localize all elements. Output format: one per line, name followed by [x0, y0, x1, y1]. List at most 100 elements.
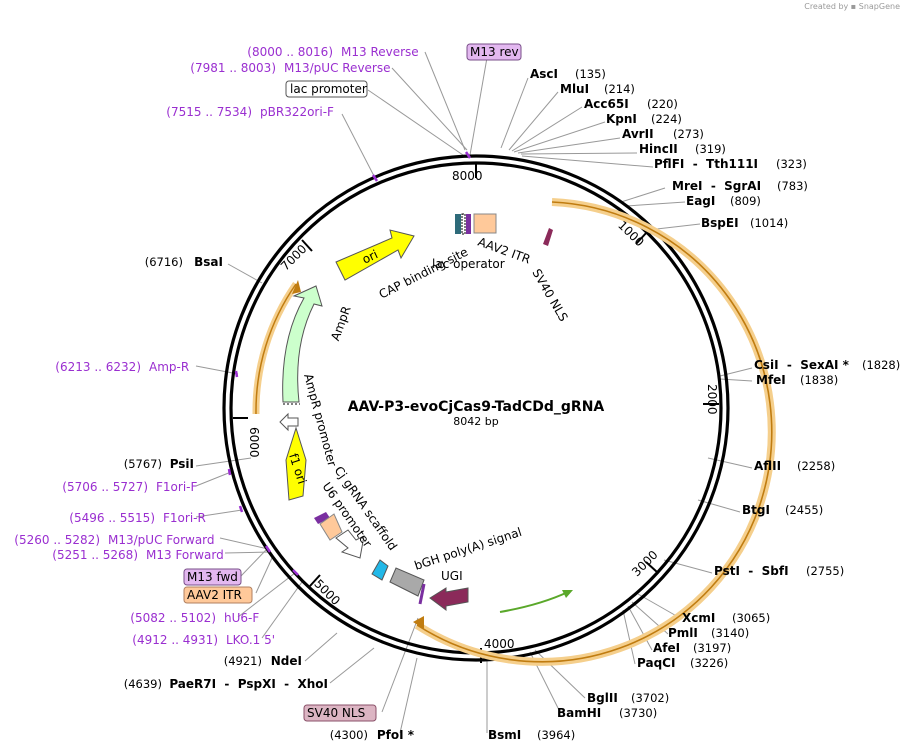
- enzyme-name[interactable]: MfeI: [756, 373, 786, 387]
- enzyme-name[interactable]: Acc65I: [584, 97, 629, 111]
- enzyme-position: (3065): [732, 611, 770, 625]
- enzyme-position: (2755): [806, 564, 844, 578]
- aav2-itr-feature[interactable]: [473, 213, 497, 234]
- enzyme-position: (1828): [862, 358, 900, 372]
- enzyme-name[interactable]: EagI: [686, 194, 715, 208]
- cap-binding-site-feature[interactable]: [455, 214, 461, 234]
- enzyme-position: (2455): [785, 503, 823, 517]
- ugi-label: UGI: [441, 569, 463, 583]
- enzyme-name[interactable]: PaqCI: [637, 656, 675, 670]
- enzyme-name[interactable]: BspEI: [701, 216, 739, 230]
- ampr-promoter-label: AmpR promoter: [301, 372, 339, 468]
- primer-name[interactable]: M13 Forward: [146, 548, 224, 562]
- primer-range: (5260 .. 5282): [14, 533, 100, 547]
- lac-promoter-feature[interactable]: [461, 213, 466, 235]
- enzyme-name[interactable]: PaeR7I - PspXI - XhoI: [169, 677, 328, 691]
- enzyme-name[interactable]: BglII: [587, 691, 618, 705]
- primer-range: (6213 .. 6232): [55, 360, 141, 374]
- enzyme-position: (135): [575, 67, 606, 81]
- primer-name[interactable]: M13/pUC Forward: [108, 533, 215, 547]
- enzyme-position: (3140): [711, 626, 749, 640]
- bgh-end-mark: [418, 583, 426, 605]
- ampr-promoter-feature[interactable]: [279, 412, 299, 432]
- primer-name[interactable]: F1ori-R: [163, 511, 206, 525]
- enzyme-name[interactable]: XcmI: [682, 611, 715, 625]
- enzyme-name[interactable]: BsaI: [194, 255, 223, 269]
- enzyme-position: (224): [651, 112, 682, 126]
- cj-scaffold-mark: [314, 512, 330, 524]
- m13-rev-box[interactable]: [466, 43, 522, 61]
- enzyme-name[interactable]: AvrII: [622, 127, 654, 141]
- enzyme-position: (2258): [797, 459, 835, 473]
- sv40-nls-box-label: SV40 NLS: [307, 706, 365, 720]
- plasmid-name: AAV-P3-evoCjCas9-TadCDd_gRNA: [348, 399, 605, 415]
- aav2-itr-feature-left[interactable]: [319, 513, 343, 541]
- enzyme-name[interactable]: BtgI: [742, 503, 770, 517]
- snapgene-credit: Created by ▪ SnapGene: [804, 2, 900, 11]
- enzyme-name[interactable]: PstI - SbfI: [714, 564, 789, 578]
- enzyme-position: (319): [695, 142, 726, 156]
- u6-promoter-feature[interactable]: [335, 529, 365, 559]
- enzyme-position: (4300): [330, 728, 368, 742]
- primer-range: (7981 .. 8003): [190, 61, 276, 75]
- scaffold-feature[interactable]: [371, 559, 389, 581]
- enzyme-name[interactable]: MluI: [560, 82, 589, 96]
- f1-ori-feature[interactable]: [285, 426, 307, 501]
- lac-operator-feature[interactable]: [466, 214, 471, 234]
- enzyme-name[interactable]: HincII: [639, 142, 678, 156]
- enzyme-position: (214): [604, 82, 635, 96]
- m13-rev-box-label: M13 rev: [470, 45, 519, 59]
- tick-label-4000: 4000: [484, 637, 515, 651]
- tick-label-8000: 8000: [452, 169, 483, 183]
- enzyme-name[interactable]: PmlI: [668, 626, 698, 640]
- sv40-nls-label-top: SV40 NLS: [529, 267, 570, 324]
- sv40-nls-feature-top[interactable]: [543, 228, 553, 246]
- enzyme-name[interactable]: NdeI: [271, 654, 302, 668]
- enzyme-name[interactable]: BsmI: [488, 728, 521, 742]
- primer-range: (7515 .. 7534): [166, 105, 252, 119]
- enzyme-position: (3964): [537, 728, 575, 742]
- primer-name[interactable]: M13 Reverse: [341, 45, 419, 59]
- enzyme-name[interactable]: AscI: [530, 67, 558, 81]
- ugi-feature[interactable]: [429, 587, 469, 611]
- bgh-polya-feature[interactable]: [389, 567, 425, 597]
- enzyme-position: (6716): [145, 255, 183, 269]
- enzyme-name[interactable]: MreI - SgrAI: [672, 179, 761, 193]
- enzyme-name[interactable]: BamHI: [557, 706, 601, 720]
- m13-fwd-box-label: M13 fwd: [187, 570, 238, 584]
- tick-label-6000: 6000: [247, 427, 261, 458]
- aav2-itr-box[interactable]: [183, 586, 253, 604]
- enzyme-name[interactable]: PsiI: [170, 457, 194, 471]
- primer-range: (8000 .. 8016): [247, 45, 333, 59]
- primer-site-marks: [227, 151, 472, 576]
- enzyme-name[interactable]: PfoI *: [377, 728, 415, 742]
- primer-name[interactable]: pBR322ori-F: [260, 105, 334, 119]
- primer-range: (5082 .. 5102): [130, 611, 216, 625]
- aav2-itr-box-label: AAV2 ITR: [187, 588, 242, 602]
- primer-name[interactable]: M13/pUC Reverse: [284, 61, 391, 75]
- enzyme-name[interactable]: AflII: [754, 459, 781, 473]
- enzyme-position: (1838): [800, 373, 838, 387]
- ori-feature[interactable]: [335, 229, 415, 281]
- primer-name[interactable]: F1ori-F: [156, 480, 197, 494]
- cds-arrowhead: [413, 616, 424, 629]
- cds-arc: [416, 201, 773, 663]
- lac-operator-label: lac operator: [432, 257, 505, 271]
- primer-range: (4912 .. 4931): [132, 633, 218, 647]
- enzyme-name[interactable]: AfeI: [653, 641, 680, 655]
- ampr-feature[interactable]: [282, 285, 323, 403]
- sv40-nls-box[interactable]: [303, 704, 377, 722]
- m13-fwd-box[interactable]: [183, 568, 242, 586]
- enzyme-position: (4639): [124, 677, 162, 691]
- enzyme-name[interactable]: KpnI: [606, 112, 637, 126]
- enzyme-position: (5767): [124, 457, 162, 471]
- enzyme-name[interactable]: PflFI - Tth111I: [654, 157, 758, 171]
- primer-name[interactable]: LKO.1 5': [226, 633, 275, 647]
- primer-name[interactable]: Amp-R: [149, 360, 189, 374]
- lac-promoter-box[interactable]: [285, 80, 368, 98]
- primer-name[interactable]: hU6-F: [224, 611, 259, 625]
- green-cds-arrowhead: [562, 590, 573, 598]
- tick-label-2000: 2000: [705, 384, 719, 415]
- enzyme-name[interactable]: CsiI - SexAI *: [754, 358, 850, 372]
